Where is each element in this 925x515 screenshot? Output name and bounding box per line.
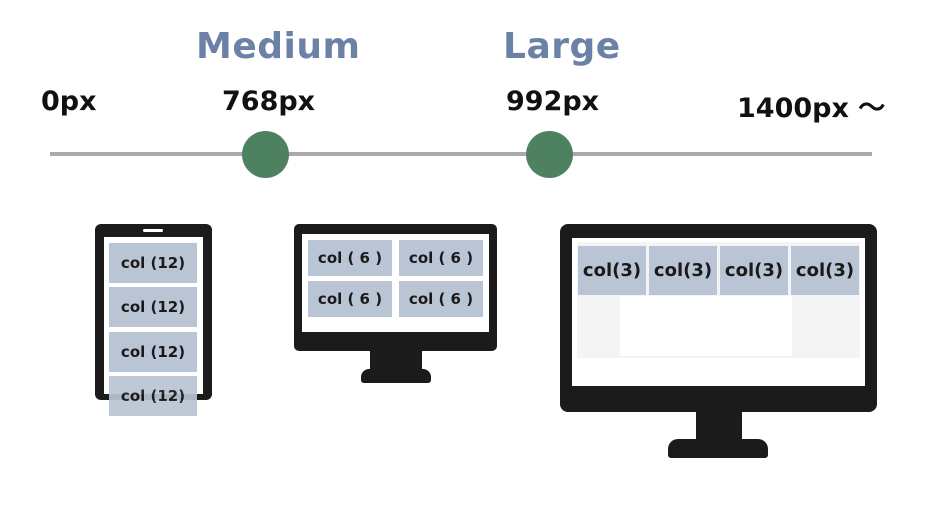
phone-col-cell: col (12) bbox=[109, 332, 197, 372]
breakpoint-large-label: Large bbox=[503, 26, 621, 67]
px-label-1400: 1400px ～ bbox=[737, 93, 886, 124]
desktop-content-inner bbox=[620, 296, 792, 356]
desktop-stand-neck bbox=[696, 411, 742, 443]
tablet-stand-neck bbox=[370, 350, 422, 372]
px-label-768: 768px bbox=[222, 86, 316, 117]
tablet-stand-base bbox=[361, 369, 431, 383]
tablet-col-cell: col ( 6 ) bbox=[308, 281, 392, 317]
breakpoint-timeline bbox=[50, 152, 872, 156]
desktop-stand-base bbox=[668, 439, 768, 458]
breakpoint-medium-label: Medium bbox=[196, 26, 361, 67]
desktop-col-cell: col(3) bbox=[649, 246, 717, 295]
phone-col-cell-overflow: col (12) bbox=[109, 376, 197, 416]
tablet-col-cell: col ( 6 ) bbox=[399, 240, 483, 276]
phone-col-cell: col (12) bbox=[109, 287, 197, 327]
px-label-992: 992px bbox=[506, 86, 600, 117]
breakpoint-marker-medium bbox=[242, 131, 289, 178]
px-label-0: 0px bbox=[41, 86, 97, 117]
desktop-col-cell: col(3) bbox=[720, 246, 788, 295]
desktop-col-cell: col(3) bbox=[791, 246, 859, 295]
phone-speaker bbox=[143, 229, 163, 232]
tablet-col-cell: col ( 6 ) bbox=[308, 240, 392, 276]
desktop-col-cell: col(3) bbox=[578, 246, 646, 295]
breakpoint-marker-large bbox=[526, 131, 573, 178]
phone-col-cell: col (12) bbox=[109, 243, 197, 283]
tablet-col-cell: col ( 6 ) bbox=[399, 281, 483, 317]
